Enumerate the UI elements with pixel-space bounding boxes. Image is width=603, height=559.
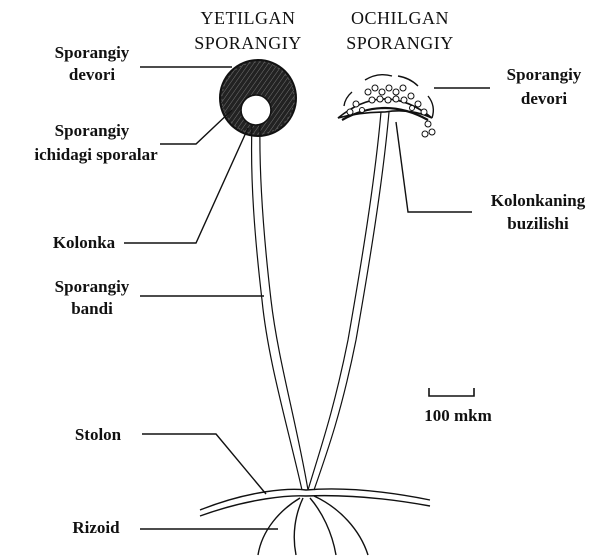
label-columella: Kolonka <box>53 233 116 252</box>
scale-bar-label: 100 mkm <box>424 406 492 425</box>
scale-bar <box>429 388 474 396</box>
stolon-shape <box>200 489 430 510</box>
wall-fragment-1 <box>365 75 392 80</box>
wall-fragment-2 <box>398 76 418 86</box>
opened-sporangium <box>338 75 435 137</box>
stolon-and-rhizoids <box>200 489 430 555</box>
columella-shape <box>241 95 271 125</box>
label-wall-left-line2: devori <box>69 65 116 84</box>
header-left-line2: SPORANGIY <box>194 33 302 53</box>
left-stalk-edge-b <box>260 124 308 490</box>
wall-fragment-3 <box>344 92 352 106</box>
leader-breakdown <box>396 122 472 212</box>
label-spores-line1: Sporangiy <box>55 121 130 140</box>
label-breakdown-line2: buzilishi <box>507 214 569 233</box>
header-left-line1: YETILGAN <box>201 8 296 28</box>
label-rhizoid: Rizoid <box>72 518 120 537</box>
header-right-line2: SPORANGIY <box>346 33 454 53</box>
label-stolon: Stolon <box>75 425 122 444</box>
rhizoid-1 <box>258 498 300 555</box>
mature-sporangium <box>220 60 296 136</box>
leader-stolon <box>142 434 266 494</box>
label-wall-left-line1: Sporangiy <box>55 43 130 62</box>
label-breakdown-line1: Kolonkaning <box>491 191 586 210</box>
right-stalk <box>308 112 389 490</box>
left-stalk <box>252 124 308 490</box>
header-right-line1: OCHILGAN <box>351 8 449 28</box>
label-wall-right-line1: Sporangiy <box>507 65 582 84</box>
rhizoid-4 <box>314 496 368 555</box>
label-spores-line2: ichidagi sporalar <box>34 145 158 164</box>
label-stalk-line2: bandi <box>71 299 113 318</box>
right-stalk-edge-a <box>308 112 381 490</box>
label-stalk-line1: Sporangiy <box>55 277 130 296</box>
leader-spores <box>160 110 232 144</box>
rhizoid-2 <box>294 498 303 555</box>
label-wall-right-line2: devori <box>521 89 568 108</box>
left-stalk-edge-a <box>252 124 302 490</box>
